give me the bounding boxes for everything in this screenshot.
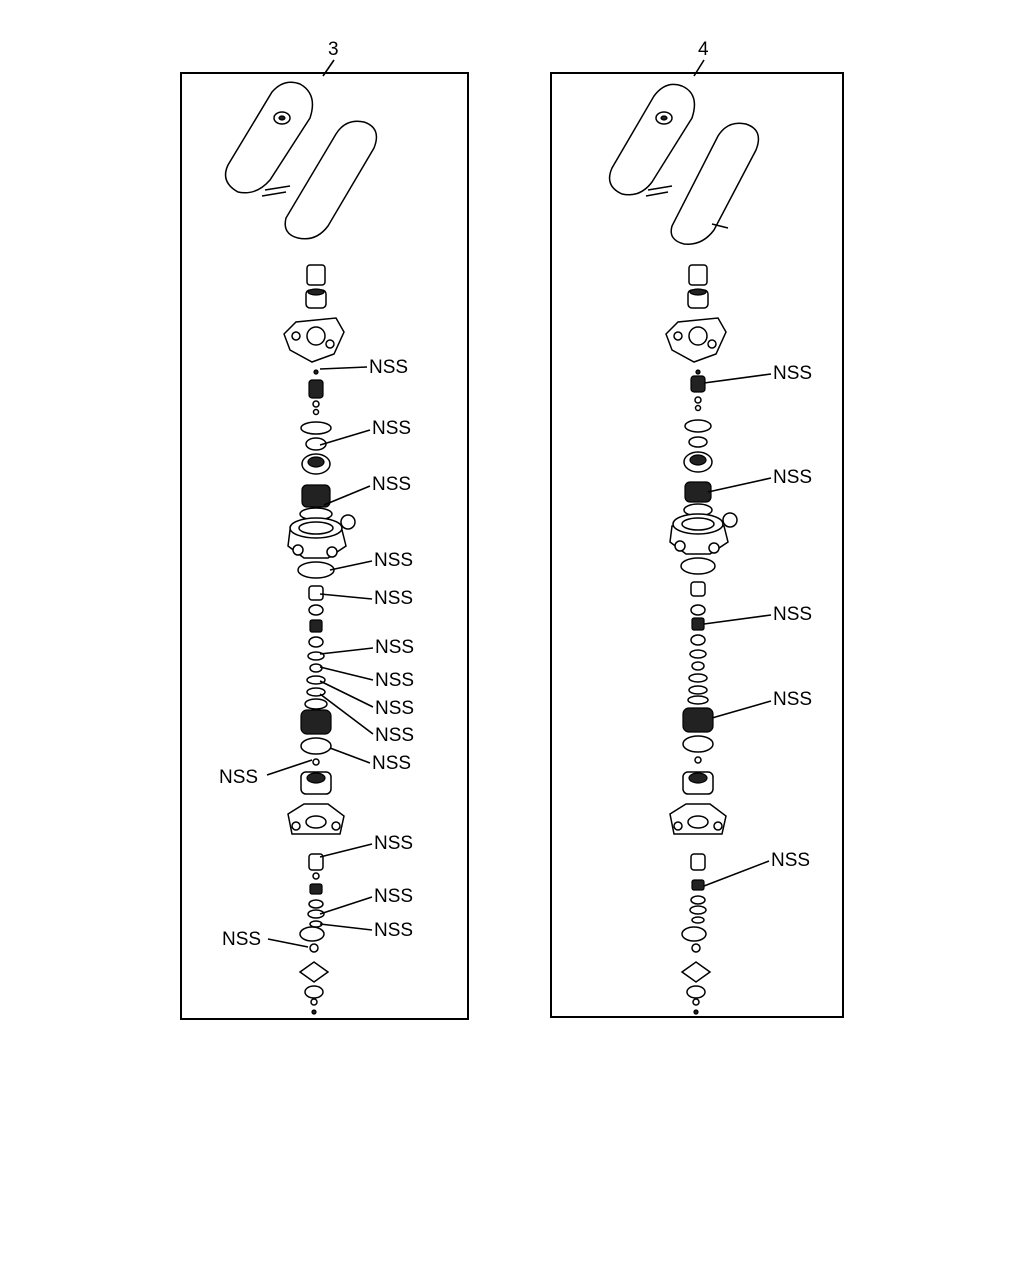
nss-label: NSS <box>773 604 812 625</box>
nss-label: NSS <box>375 670 414 691</box>
nss-label: NSS <box>219 767 258 788</box>
panel-4-labels: NSS NSS NSS NSS NSS <box>771 363 812 871</box>
valve-stack-middle <box>669 581 727 835</box>
nss-label: NSS <box>773 467 812 488</box>
nss-label: NSS <box>369 357 408 378</box>
panel-3-leaders <box>266 366 374 948</box>
panel-3: 3 <box>180 39 469 1020</box>
nss-label: NSS <box>372 474 411 495</box>
nss-label: NSS <box>374 920 413 941</box>
nss-label: NSS <box>375 637 414 658</box>
valve-stack-upper <box>665 264 738 575</box>
panel-3-callout-leader <box>322 59 335 77</box>
valve-stack-lower <box>298 853 330 1015</box>
panel-4-leaders <box>703 373 772 887</box>
panel-4-callout-number: 4 <box>698 39 709 60</box>
nss-label: NSS <box>372 753 411 774</box>
panel-3-callout-number: 3 <box>328 39 339 60</box>
panel-4: 4 <box>550 39 844 1018</box>
nss-label: NSS <box>374 550 413 571</box>
nss-label: NSS <box>374 833 413 854</box>
valve-stack-upper <box>283 264 356 579</box>
nss-label: NSS <box>222 929 261 950</box>
nss-label: NSS <box>375 725 414 746</box>
valve-stack-middle <box>287 585 345 835</box>
pedal-pads <box>224 81 378 240</box>
panel-3-labels: NSS NSS NSS NSS NSS NSS NSS NSS NSS NSS … <box>219 357 414 950</box>
nss-label: NSS <box>771 850 810 871</box>
nss-label: NSS <box>374 588 413 609</box>
pedal-pads <box>608 83 760 245</box>
nss-label: NSS <box>372 418 411 439</box>
nss-label: NSS <box>375 698 414 719</box>
nss-label: NSS <box>374 886 413 907</box>
panel-4-callout-leader <box>693 59 705 77</box>
nss-label: NSS <box>773 689 812 710</box>
valve-stack-lower <box>680 853 712 1015</box>
nss-label: NSS <box>773 363 812 384</box>
